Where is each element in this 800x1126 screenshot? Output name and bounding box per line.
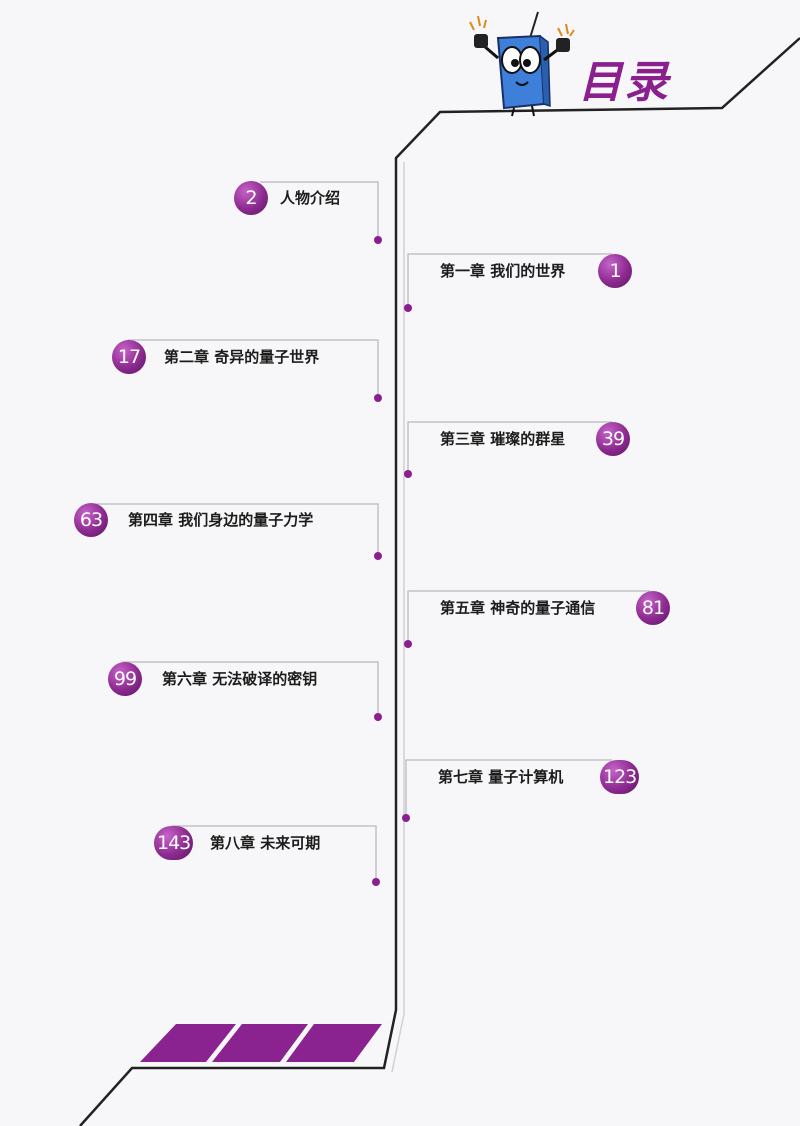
page-number-badge: 1 xyxy=(598,254,632,288)
toc-entry-chapter-5[interactable]: 第五章 神奇的量子通信 81 xyxy=(438,591,678,625)
decorative-stripes xyxy=(140,1024,382,1062)
page-number-badge: 63 xyxy=(74,503,108,537)
toc-entry-people[interactable]: 2 人物介绍 xyxy=(234,181,374,215)
toc-entry-label: 第八章 未来可期 xyxy=(210,834,321,852)
page-number-badge: 123 xyxy=(600,760,640,794)
toc-entry-chapter-2[interactable]: 17 第二章 奇异的量子世界 xyxy=(112,340,372,374)
toc-entry-label: 第六章 无法破译的密钥 xyxy=(162,670,318,688)
book-mascot-icon xyxy=(469,11,575,117)
toc-entry-label: 第二章 奇异的量子世界 xyxy=(164,348,320,366)
page-number-badge: 143 xyxy=(154,826,194,860)
toc-entry-chapter-1[interactable]: 第一章 我们的世界 1 xyxy=(438,254,638,288)
toc-entry-chapter-8[interactable]: 143 第八章 未来可期 xyxy=(154,826,374,860)
page-number-badge: 17 xyxy=(112,340,146,374)
page-number-badge: 99 xyxy=(108,662,142,696)
toc-entry-label: 第七章 量子计算机 xyxy=(438,768,564,786)
page-number-badge: 2 xyxy=(234,181,268,215)
toc-entry-chapter-3[interactable]: 第三章 璀璨的群星 39 xyxy=(438,422,638,456)
toc-entry-chapter-6[interactable]: 99 第六章 无法破译的密钥 xyxy=(108,662,374,696)
page-title: 目录 xyxy=(578,57,670,108)
toc-entry-chapter-7[interactable]: 第七章 量子计算机 123 xyxy=(436,760,646,794)
toc-entry-label: 第四章 我们身边的量子力学 xyxy=(128,511,314,529)
toc-entry-chapter-4[interactable]: 63 第四章 我们身边的量子力学 xyxy=(74,503,374,537)
toc-entry-label: 第五章 神奇的量子通信 xyxy=(440,599,596,617)
toc-entry-label: 第三章 璀璨的群星 xyxy=(440,430,566,448)
page-number-badge: 81 xyxy=(636,591,670,625)
toc-entry-label: 第一章 我们的世界 xyxy=(440,262,566,280)
toc-entry-label: 人物介绍 xyxy=(280,189,341,207)
page-number-badge: 39 xyxy=(596,422,630,456)
